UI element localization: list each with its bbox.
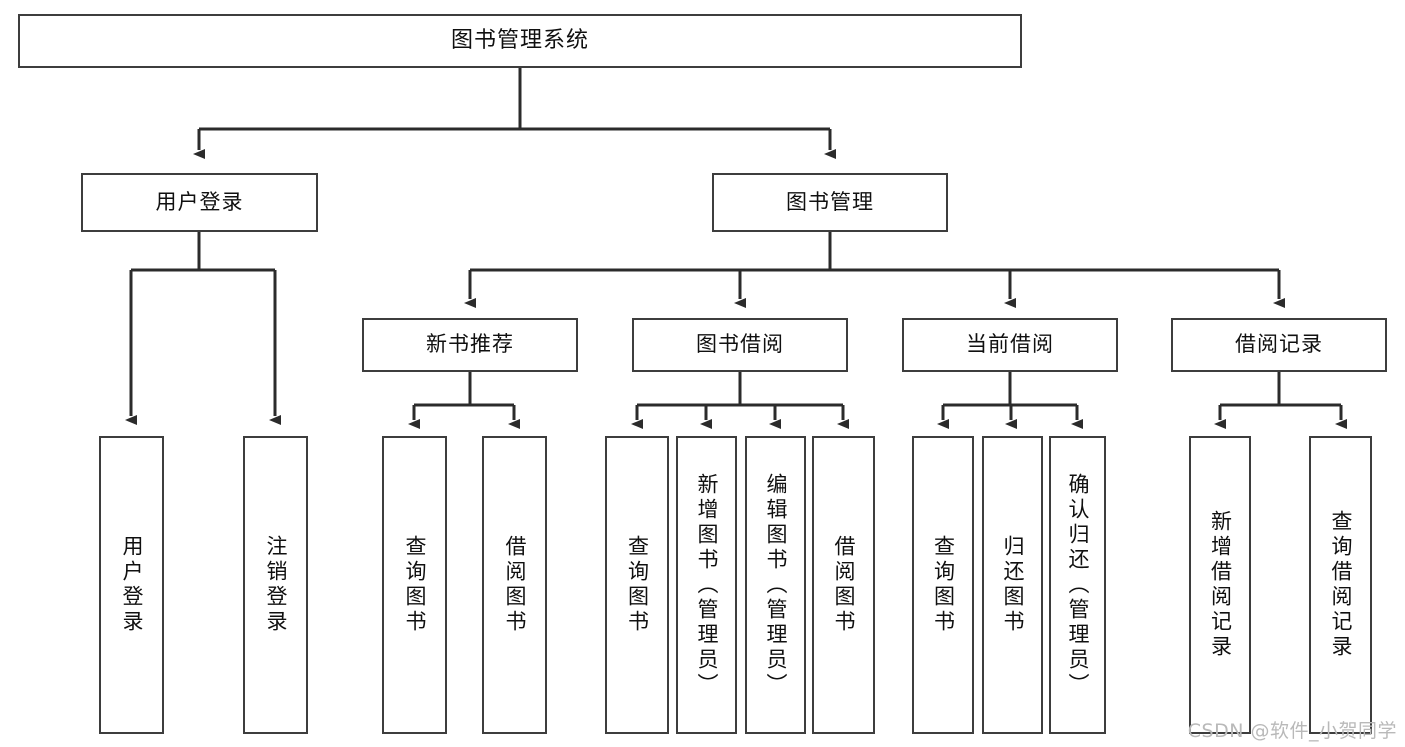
leaf-label: 新增图书（管理员）	[695, 472, 719, 698]
leaf-label: 借阅图书	[832, 535, 856, 635]
leaf-label: 查询图书	[931, 535, 956, 635]
leaf-label: 新增借阅记录	[1208, 510, 1233, 660]
node-user-login[interactable]: 用户登录	[81, 173, 318, 232]
leaf-label: 归还图书	[1001, 535, 1025, 635]
leaf-label: 查询图书	[403, 535, 427, 635]
node-current-borrow[interactable]: 当前借阅	[902, 318, 1118, 372]
leaf-label: 用户登录	[120, 535, 144, 635]
leaf-label: 查询图书	[625, 535, 650, 635]
leaf-label: 确认归还（管理员）	[1066, 472, 1090, 698]
leaf-records-query[interactable]: 查询借阅记录	[1309, 436, 1372, 734]
leaf-user-login-signin[interactable]: 用户登录	[99, 436, 164, 734]
node-root-system[interactable]: 图书管理系统	[18, 14, 1022, 68]
leaf-current-query[interactable]: 查询图书	[912, 436, 974, 734]
leaf-label: 注销登录	[264, 535, 288, 635]
leaf-borrow-edit-admin[interactable]: 编辑图书（管理员）	[745, 436, 806, 734]
node-book-management[interactable]: 图书管理	[712, 173, 948, 232]
leaf-new-book-borrow[interactable]: 借阅图书	[482, 436, 547, 734]
node-new-book-recommend[interactable]: 新书推荐	[362, 318, 578, 372]
watermark-text: CSDN @软件_小贺同学	[1187, 720, 1397, 742]
leaf-records-add[interactable]: 新增借阅记录	[1189, 436, 1251, 734]
leaf-label: 编辑图书（管理员）	[764, 472, 788, 698]
leaf-current-return[interactable]: 归还图书	[982, 436, 1043, 734]
node-book-borrow[interactable]: 图书借阅	[632, 318, 848, 372]
leaf-new-book-query[interactable]: 查询图书	[382, 436, 447, 734]
leaf-user-login-signout[interactable]: 注销登录	[243, 436, 308, 734]
leaf-label: 查询借阅记录	[1329, 510, 1353, 660]
node-borrow-records[interactable]: 借阅记录	[1171, 318, 1387, 372]
leaf-borrow-query[interactable]: 查询图书	[605, 436, 669, 734]
leaf-label: 借阅图书	[503, 535, 527, 635]
leaf-current-confirm-return-admin[interactable]: 确认归还（管理员）	[1049, 436, 1106, 734]
leaf-borrow-add-admin[interactable]: 新增图书（管理员）	[676, 436, 737, 734]
leaf-borrow-borrow-book[interactable]: 借阅图书	[812, 436, 875, 734]
